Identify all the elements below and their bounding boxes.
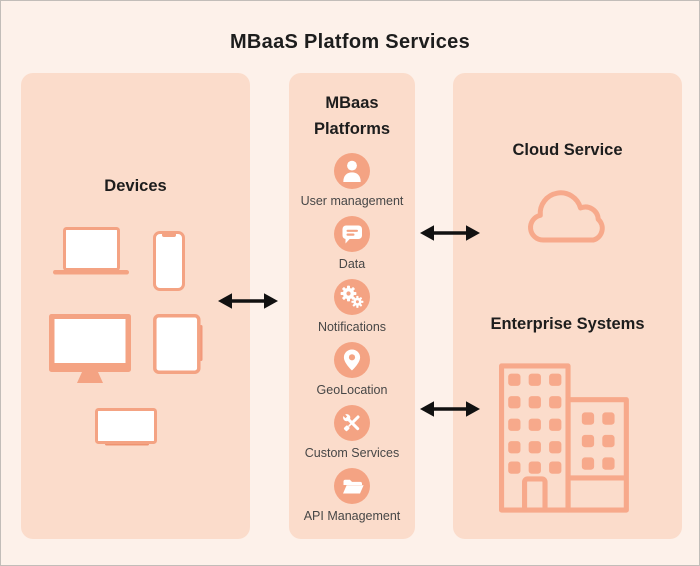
service-label: Custom Services [304, 446, 400, 460]
service-list: User management Data [289, 153, 415, 531]
tablet-icon [153, 314, 203, 374]
service-label: User management [300, 194, 404, 208]
service-label: Data [338, 257, 366, 271]
platforms-title-line2: Platforms [313, 120, 391, 138]
desktop-monitor-icon [49, 314, 131, 383]
devices-panel-title: Devices [104, 177, 167, 195]
folder-icon [334, 468, 370, 504]
enterprise-systems-title: Enterprise Systems [490, 315, 645, 333]
chat-bubble-icon [334, 216, 370, 252]
service-label: GeoLocation [316, 383, 388, 397]
laptop-icon [53, 227, 129, 275]
service-item-custom-services: Custom Services [305, 405, 399, 461]
service-item-api-management: API Management [303, 468, 401, 524]
smartphone-icon [153, 231, 185, 291]
platforms-panel-title: MBaas Platforms [289, 90, 415, 142]
cloud-service-title: Cloud Service [512, 141, 623, 159]
service-item-notifications: Notifications [318, 279, 386, 335]
devices-platforms-arrow [218, 293, 278, 309]
user-icon [333, 153, 370, 189]
platforms-title-line1: MBaas [325, 94, 379, 112]
platforms-enterprise-arrow [420, 401, 480, 417]
building-icon [498, 363, 634, 518]
gears-icon [334, 279, 370, 315]
page-title: MBaaS Platfom Services [229, 31, 471, 53]
map-pin-icon [333, 342, 370, 378]
service-item-geolocation: GeoLocation [316, 342, 388, 398]
service-item-user-management: User management [300, 153, 404, 209]
platforms-panel: MBaas Platforms User management [289, 73, 415, 539]
platforms-cloud-arrow [420, 225, 480, 241]
crossed-tools-icon [333, 405, 370, 441]
cloud-enterprise-panel: Cloud Service Enterprise Systems [453, 73, 682, 539]
cloud-icon [522, 187, 612, 254]
tv-icon [95, 408, 157, 446]
service-label: API Management [303, 509, 401, 523]
service-label: Notifications [317, 320, 387, 334]
devices-panel: Devices [21, 73, 250, 539]
service-item-data: Data [334, 216, 370, 272]
